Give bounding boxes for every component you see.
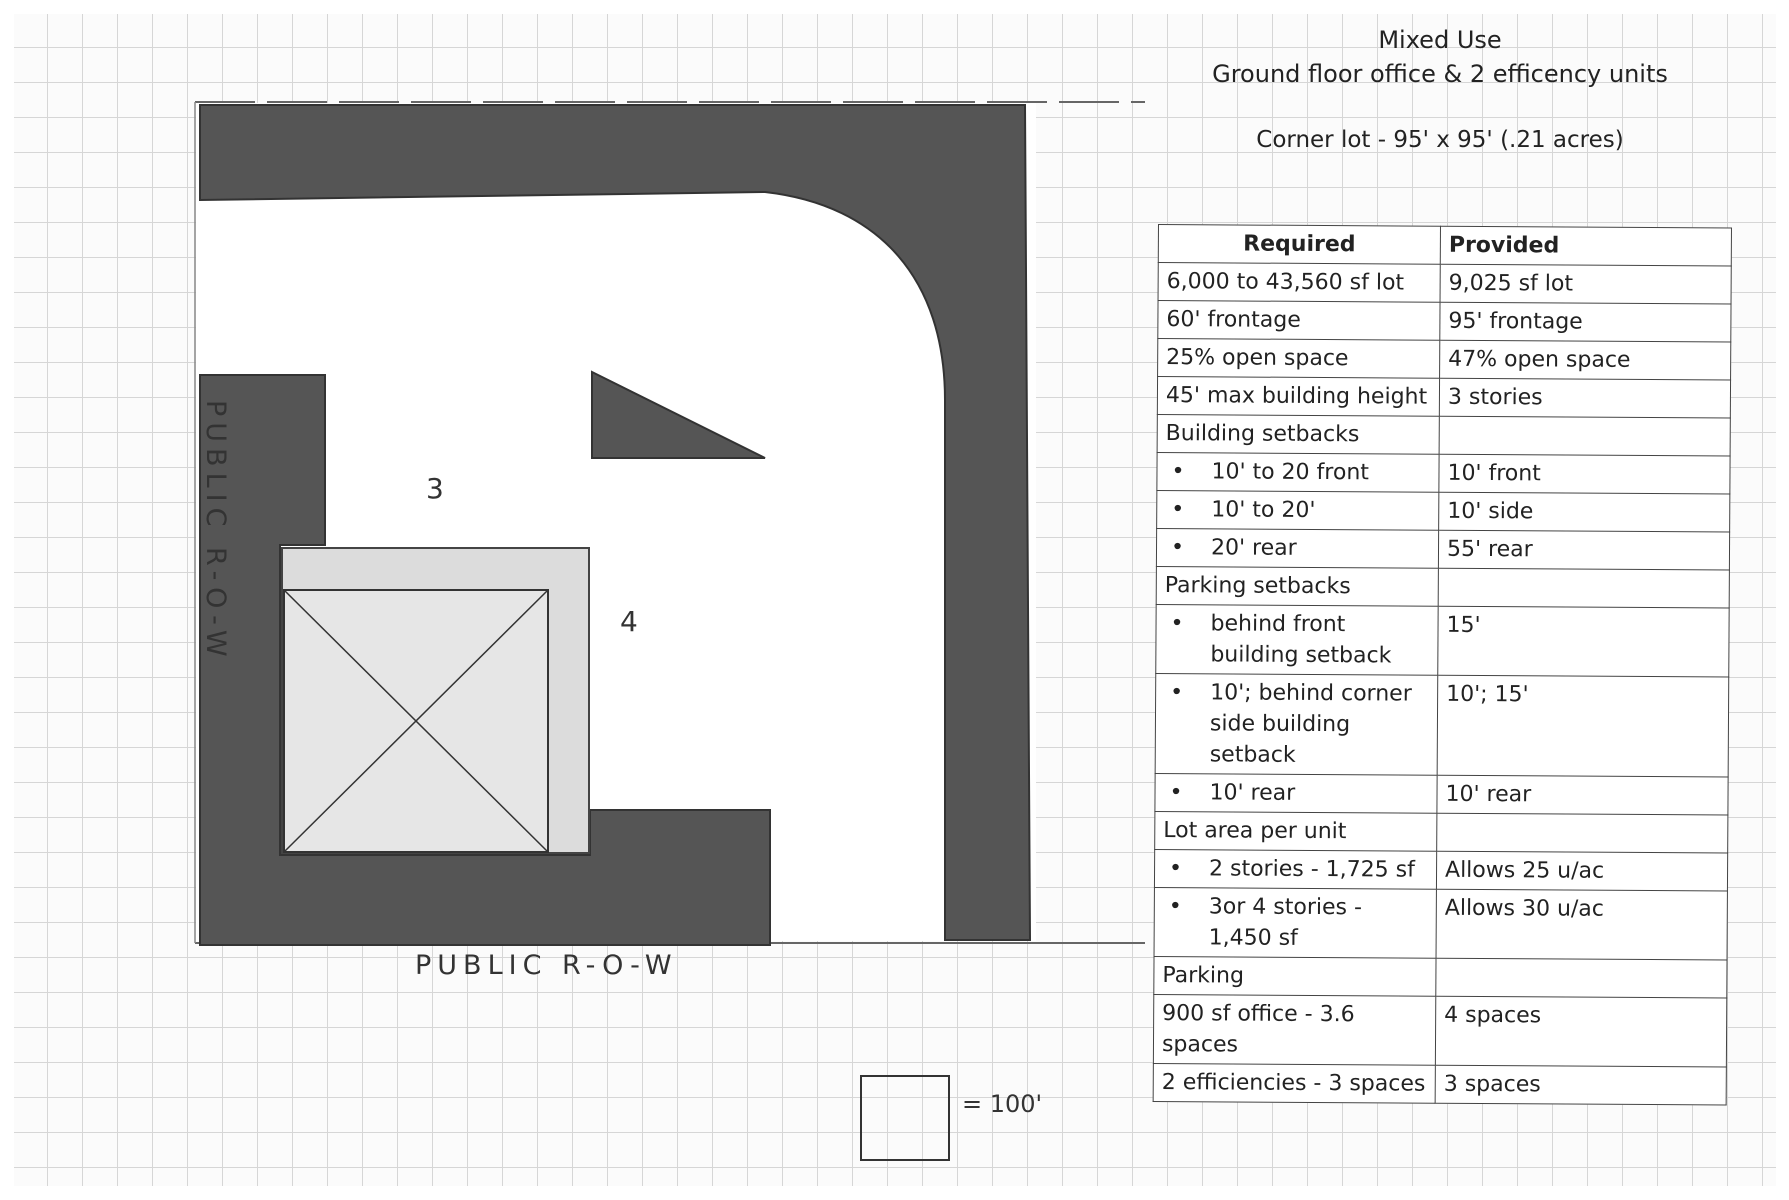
- required-cell: • 20' rear: [1156, 528, 1439, 569]
- scale-label: = 100': [962, 1090, 1043, 1118]
- required-cell: Parking setbacks: [1156, 566, 1439, 607]
- parking-left-bottom: [199, 374, 771, 946]
- requirements-table: Required Provided 6,000 to 43,560 sf lot…: [1152, 224, 1732, 1106]
- required-cell: Parking: [1153, 956, 1437, 997]
- provided-cell: [1436, 813, 1728, 853]
- provided-cell: Allows 25 u/ac: [1436, 851, 1728, 891]
- lot-number-4: 4: [620, 605, 638, 638]
- table-row: • 3or 4 stories - 1,450 sf Allows 30 u/ac: [1154, 887, 1728, 960]
- provided-cell: 47% open space: [1439, 340, 1731, 381]
- provided-cell: 3 stories: [1439, 378, 1731, 418]
- required-cell: • 10'; behind corner side building setbac…: [1155, 673, 1438, 776]
- scale-square: [860, 1075, 950, 1161]
- provided-cell: [1439, 416, 1731, 456]
- required-cell: • 2 stories - 1,725 sf: [1154, 849, 1437, 890]
- table-header-row: Required Provided: [1158, 224, 1732, 267]
- required-text: 10'; behind corner side building setback: [1209, 680, 1412, 768]
- street-label-bottom: PUBLIC R-O-W: [415, 950, 678, 981]
- required-cell: 6,000 to 43,560 sf lot: [1158, 262, 1441, 303]
- building-cross-b: [283, 589, 549, 853]
- lot-number-3: 3: [426, 472, 444, 505]
- table-row: • 20' rear 55' rear: [1156, 528, 1730, 570]
- table-row: • behind front building setback 15': [1155, 604, 1730, 677]
- table-row: • 10' to 20' 10' side: [1156, 490, 1730, 532]
- table-row: Building setbacks: [1157, 414, 1731, 456]
- bullet-icon: •: [1171, 497, 1185, 523]
- required-cell: 45' max building height: [1157, 376, 1440, 417]
- provided-cell: 10' rear: [1436, 775, 1729, 815]
- required-text: 10' to 20 front: [1211, 459, 1369, 486]
- provided-cell: Allows 30 u/ac: [1436, 889, 1728, 960]
- provided-cell: 95' frontage: [1439, 302, 1732, 343]
- lot-info: Corner lot - 95' x 95' (.21 acres): [1256, 127, 1624, 153]
- bullet-icon: •: [1169, 780, 1183, 806]
- required-text: 10' rear: [1209, 780, 1296, 806]
- bullet-icon: •: [1170, 611, 1184, 637]
- required-cell: 2 efficiencies - 3 spaces: [1153, 1063, 1436, 1104]
- bullet-icon: •: [1168, 856, 1183, 882]
- required-cell: Building setbacks: [1157, 414, 1440, 455]
- provided-cell: 3 spaces: [1435, 1065, 1727, 1105]
- page-title: Mixed Use: [1378, 26, 1502, 54]
- required-text: 3or 4 stories - 1,450 sf: [1208, 894, 1363, 951]
- table-row: Parking: [1153, 956, 1728, 998]
- paved-triangle: [591, 370, 766, 459]
- provided-cell: 15': [1437, 606, 1730, 677]
- provided-cell: [1438, 568, 1730, 608]
- provided-cell: 55' rear: [1438, 530, 1730, 570]
- required-cell: Lot area per unit: [1154, 811, 1437, 852]
- table-row: • 2 stories - 1,725 sf Allows 25 u/ac: [1154, 849, 1728, 891]
- provided-cell: 10' front: [1438, 454, 1731, 494]
- provided-cell: 10' side: [1438, 492, 1730, 532]
- page-subtitle: Ground floor office & 2 efficency units: [1212, 60, 1668, 88]
- required-text: behind front building setback: [1210, 611, 1392, 669]
- table-row: Parking setbacks: [1156, 566, 1730, 608]
- required-cell: • 10' to 20': [1156, 490, 1439, 531]
- provided-cell: 10'; 15': [1437, 675, 1729, 777]
- driveway-top-right: [199, 104, 1032, 941]
- required-cell: • 10' to 20 front: [1156, 452, 1440, 493]
- provided-cell: [1435, 958, 1728, 998]
- required-cell: • behind front building setback: [1155, 604, 1439, 676]
- required-cell: • 3or 4 stories - 1,450 sf: [1154, 887, 1437, 959]
- provided-cell: 9,025 sf lot: [1440, 264, 1732, 305]
- required-cell: • 10' rear: [1154, 773, 1438, 814]
- required-text: 20' rear: [1210, 535, 1297, 561]
- required-cell: 900 sf office - 3.6 spaces: [1153, 994, 1436, 1066]
- table-row: • 10' rear 10' rear: [1154, 773, 1729, 815]
- required-cell: 25% open space: [1157, 338, 1440, 379]
- required-text: 10' to 20': [1211, 497, 1316, 523]
- required-text: 2 stories - 1,725 sf: [1208, 856, 1415, 883]
- table-row: • 10'; behind corner side building setbac…: [1155, 673, 1729, 777]
- bullet-icon: •: [1171, 459, 1185, 485]
- header-required: Required: [1158, 224, 1441, 265]
- bullet-icon: •: [1170, 680, 1184, 706]
- provided-cell: 4 spaces: [1435, 996, 1727, 1067]
- street-label-left: PUBLIC R-O-W: [200, 400, 231, 663]
- bullet-icon: •: [1168, 894, 1182, 920]
- table-row: • 10' to 20 front 10' front: [1156, 452, 1731, 494]
- table-row: Lot area per unit: [1154, 811, 1728, 853]
- required-cell: 60' frontage: [1157, 300, 1441, 341]
- header-provided: Provided: [1440, 226, 1732, 267]
- bullet-icon: •: [1170, 535, 1185, 561]
